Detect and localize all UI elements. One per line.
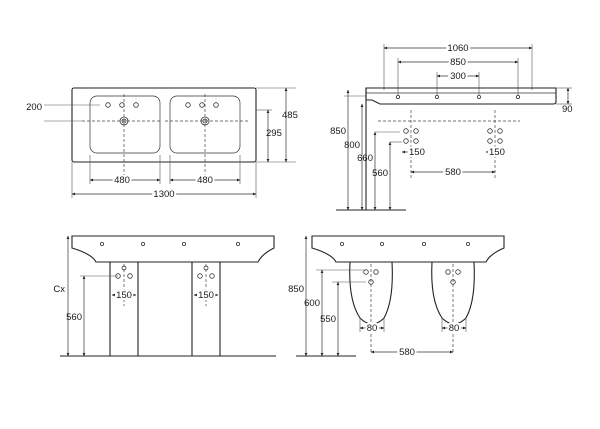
dim-top-width: 1060 bbox=[447, 43, 468, 54]
dim-trap-centers: 580 bbox=[399, 347, 415, 358]
dim-height-top: 850 bbox=[330, 126, 346, 137]
dim-height: 560 bbox=[66, 312, 82, 323]
tap-hole bbox=[213, 102, 219, 108]
dim-height-rim: 800 bbox=[344, 140, 360, 151]
slab-outline bbox=[365, 87, 557, 105]
left-bowl bbox=[89, 95, 161, 154]
tap-hole bbox=[199, 102, 205, 108]
tap-hole bbox=[133, 102, 139, 108]
dim-tap-offset: 200 bbox=[26, 102, 42, 113]
dim-trap-centers: 580 bbox=[445, 167, 461, 178]
dim-trap-spacing-left: 150 bbox=[409, 147, 425, 158]
washbasin-outline bbox=[71, 87, 257, 163]
dim-bowl-depth: 295 bbox=[266, 128, 282, 139]
tap-hole bbox=[185, 102, 191, 108]
dim-height-trap: 560 bbox=[372, 168, 388, 179]
trap-right bbox=[487, 128, 503, 144]
dim-mid-width: 850 bbox=[450, 57, 466, 68]
dim-overall-depth: 485 bbox=[282, 110, 298, 121]
dim-height-waste: 660 bbox=[357, 153, 373, 164]
plan-view: 200 485 295 480 480 1300 bbox=[26, 87, 298, 202]
basin-front-outline bbox=[311, 235, 505, 263]
dim-right-basin: 480 bbox=[197, 175, 213, 186]
dim-cx: Cx bbox=[53, 284, 65, 295]
front-view-pedestal: 150 150 Cx 560 bbox=[53, 235, 276, 357]
dim-trap-width-left: 80 bbox=[367, 323, 378, 334]
trap-left bbox=[403, 128, 419, 144]
dim-thickness: 90 bbox=[562, 104, 573, 115]
dim-height-low: 550 bbox=[320, 314, 336, 325]
semi-pedestal-left bbox=[349, 261, 393, 325]
tap-hole bbox=[119, 102, 125, 108]
dim-pipe-spacing-left: 150 bbox=[116, 290, 132, 301]
dim-inner-width: 300 bbox=[450, 71, 466, 82]
dim-height-mid: 600 bbox=[304, 298, 320, 309]
semi-pedestal-right bbox=[431, 261, 475, 325]
dim-trap-spacing-right: 150 bbox=[489, 147, 505, 158]
basin-front-outline bbox=[71, 235, 275, 263]
dim-trap-width-right: 80 bbox=[449, 323, 460, 334]
dim-height-top: 850 bbox=[288, 284, 304, 295]
dim-overall-width: 1300 bbox=[153, 189, 174, 200]
dim-left-basin: 480 bbox=[114, 175, 130, 186]
dim-pipe-spacing-right: 150 bbox=[198, 290, 214, 301]
side-view: 1060 850 300 90 bbox=[330, 41, 573, 211]
tap-hole bbox=[105, 102, 111, 108]
front-view-semi-pedestal: 80 80 580 850 600 550 bbox=[288, 235, 505, 360]
